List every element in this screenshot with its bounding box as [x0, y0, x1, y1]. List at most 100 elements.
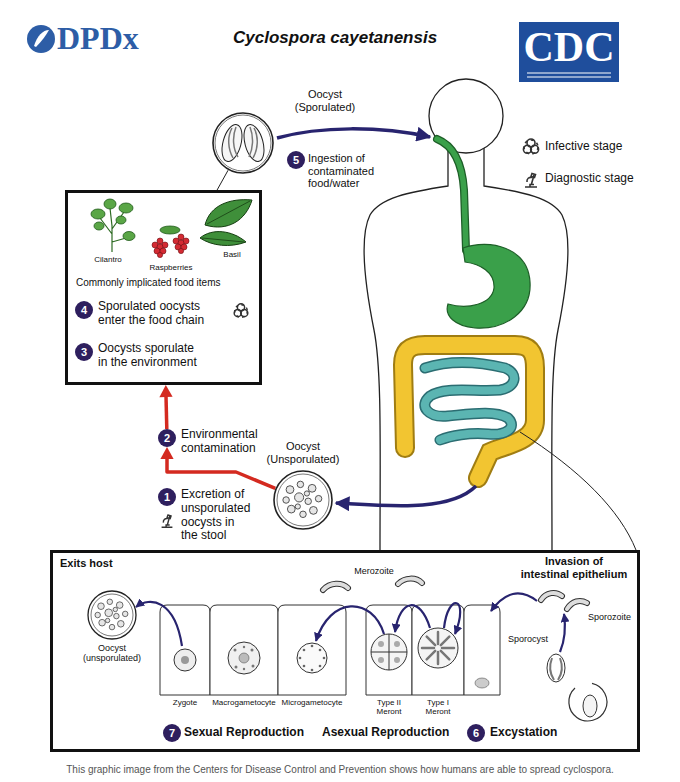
node-text: Oocyst (Unsporulated) [263, 440, 343, 465]
flow-arrow [217, 170, 228, 190]
life-cycle-illustration [174, 649, 196, 671]
legend-icon [523, 139, 538, 187]
annotation-label: Sporocyst [508, 634, 552, 644]
step-number: 6 [467, 724, 485, 742]
life-cycle-illustration [323, 579, 422, 590]
number-disc [163, 724, 181, 742]
sporulated-oocyst [229, 127, 258, 158]
life-cycle-illustration [491, 593, 537, 611]
caption: This graphic image from the Centers for … [0, 764, 680, 776]
arrow-head [160, 447, 173, 459]
node-text: Commonly implicated food items [76, 277, 256, 289]
node-text: Sexual Reproduction [184, 726, 320, 740]
transmission-arrow [336, 486, 476, 506]
life-cycle-illustration [88, 591, 136, 639]
food-illustration [116, 216, 126, 224]
life-cycle-illustration [323, 579, 422, 590]
life-cycle-illustration [228, 642, 260, 674]
life-cycle-illustration [541, 593, 587, 609]
digestive-tract [425, 363, 514, 440]
annotation-label: Excretion of unsporulated oocysts in the… [181, 488, 253, 543]
life-cycle-illustration [547, 654, 565, 682]
food-illustration [104, 199, 116, 209]
life-cycle-illustration [464, 605, 500, 695]
flow-arrow-line [164, 396, 168, 429]
unsporulated-oocyst [283, 481, 322, 517]
food-illustration [119, 203, 133, 213]
life-cycle-illustration [371, 634, 407, 670]
food-illustration [91, 209, 105, 219]
step-number-text: 3 [75, 343, 93, 361]
digestive-tract [403, 139, 535, 478]
cdc-logo [519, 22, 619, 82]
life-cycle-illustration [297, 643, 327, 673]
life-cycle-illustration [303, 649, 306, 652]
step-number: 2 [158, 429, 176, 447]
life-cycle-illustration [239, 653, 249, 663]
flow-arrow-line [167, 458, 275, 488]
flow-arrow-line [217, 170, 228, 190]
life-cycle-illustration [378, 657, 384, 663]
food-illustration [91, 199, 135, 241]
life-cycle-illustration [583, 695, 597, 717]
life-cycle-illustration [278, 605, 346, 695]
life-cycle-illustration [444, 603, 460, 634]
life-cycle-illustration [550, 658, 561, 680]
food-illustration [94, 222, 104, 230]
digestive-tract [437, 139, 466, 250]
step-number: 7 [163, 724, 181, 742]
life-cycle-illustration [560, 614, 565, 652]
legend-icon [523, 139, 538, 154]
arrow-head [159, 385, 172, 397]
node-text: Raspberries [142, 263, 200, 272]
cdc-logo [527, 73, 611, 77]
life-cycle-illustration [394, 641, 400, 647]
life-cycle-illustration [316, 606, 384, 641]
node-text: Oocysts sporulate in the environment [98, 342, 203, 370]
food-illustration [234, 304, 248, 318]
node-text: Invasion of intestinal epithelium [520, 555, 628, 580]
food-illustration [160, 226, 180, 234]
step-number-text: 7 [163, 724, 181, 742]
oocyst-outline [212, 112, 274, 174]
number-disc [467, 724, 485, 742]
life-cycle-illustration [234, 646, 255, 670]
life-cycle-illustration [412, 605, 464, 695]
sporulated-oocyst [215, 115, 271, 171]
life-cycle-illustration [378, 641, 384, 647]
step-number: 1 [158, 488, 176, 506]
life-cycle-illustration [88, 579, 607, 721]
annotation-label: Ingestion of contaminated food/water [308, 152, 408, 190]
life-cycle-illustration [299, 645, 326, 672]
life-cycle-illustration [323, 657, 326, 660]
annotation-label: Zygote [160, 698, 210, 707]
digestive-tract [447, 244, 530, 328]
digestive-tract [403, 345, 535, 478]
life-cycle-illustration [311, 669, 314, 672]
number-disc [158, 488, 176, 506]
oocyst-outline [274, 471, 332, 529]
life-cycle-illustration [303, 665, 306, 668]
sporulated-oocyst [215, 115, 271, 171]
node-text: Asexual Reproduction [322, 726, 464, 740]
node-text: Sporulated oocysts enter the food chain [98, 300, 210, 328]
life-cycle-illustration [319, 649, 322, 652]
life-cycle-illustration [234, 649, 237, 652]
flow-arrow [159, 385, 172, 429]
food-illustration [123, 232, 135, 241]
life-cycle-illustration [160, 605, 500, 695]
legend-icon [525, 174, 537, 188]
dpdx-logo-icon [27, 25, 55, 53]
digestive-tract [437, 139, 466, 250]
food-illustration [173, 234, 189, 254]
dpdx-logo-icon [34, 30, 49, 47]
sporulated-oocyst [218, 122, 267, 163]
step-number-text: 2 [158, 429, 176, 447]
leader-line [520, 432, 636, 550]
legend-text: Diagnostic stage [545, 172, 655, 186]
life-cycle-illustration [160, 605, 210, 695]
node-text: Excystation [490, 726, 570, 740]
life-cycle-illustration [394, 657, 400, 663]
